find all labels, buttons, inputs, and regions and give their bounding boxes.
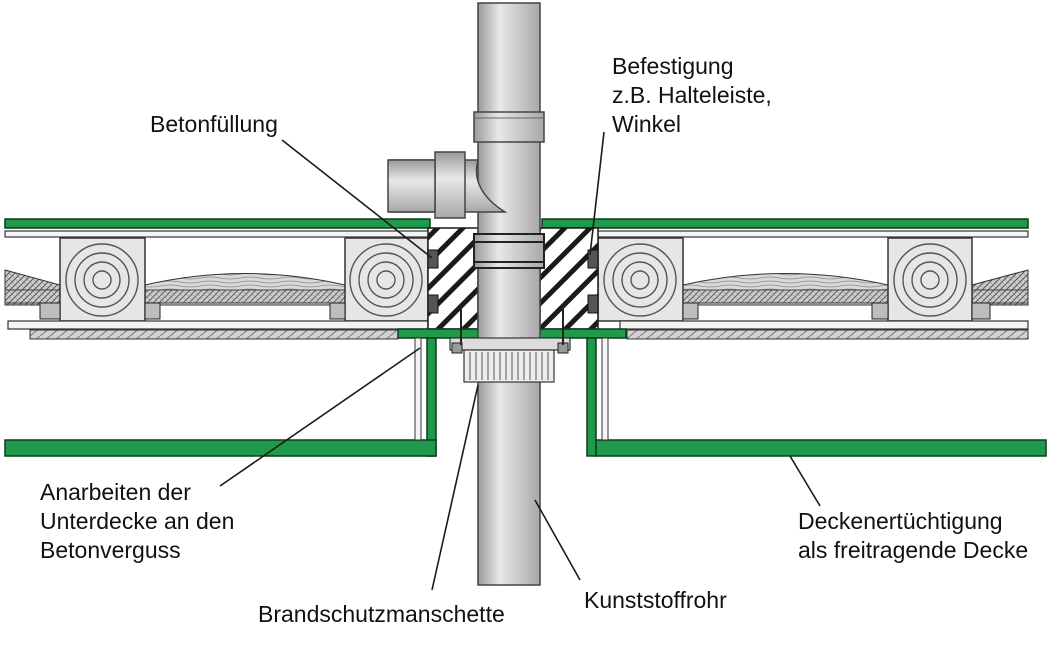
floor-board-right — [541, 218, 1029, 229]
plastic-pipe — [477, 2, 541, 586]
timber-beam-4 — [887, 237, 973, 322]
fire-collar — [449, 305, 571, 383]
timber-beam-2 — [344, 237, 429, 322]
floor-board-left — [4, 218, 431, 229]
suspended-ceiling-left — [4, 439, 437, 457]
suspended-ceiling-right — [595, 439, 1047, 457]
ceiling-vertical-left — [426, 337, 437, 457]
ceiling-board-right — [619, 320, 1029, 330]
ceiling-plaster-right — [626, 329, 1029, 340]
label-deckenertuechtigung: Deckenertüchtigung als freitragende Deck… — [798, 508, 1029, 563]
ceiling-plaster-left — [29, 329, 399, 340]
label-befestigung: Befestigung z.B. Halteleiste, Winkel — [612, 53, 772, 137]
pipe-socket — [473, 111, 545, 143]
label-betonfuellung: Betonfüllung — [150, 111, 278, 137]
timber-beam-1 — [59, 237, 146, 322]
concrete-fill-right — [539, 227, 599, 330]
label-brandschutzmanschette: Brandschutzmanschette — [258, 601, 505, 627]
concrete-fill-left — [427, 227, 479, 330]
ceiling-board-left — [7, 320, 429, 330]
floor-subboard-left — [4, 230, 431, 238]
timber-beam-3 — [597, 237, 684, 322]
label-anarbeiten: Anarbeiten der Unterdecke an den Betonve… — [40, 479, 235, 563]
label-kunststoffrohr: Kunststoffrohr — [584, 587, 727, 613]
ceiling-vertical-right — [586, 337, 597, 457]
leader-lines — [219, 131, 821, 591]
floor-subboard-right — [541, 230, 1029, 238]
